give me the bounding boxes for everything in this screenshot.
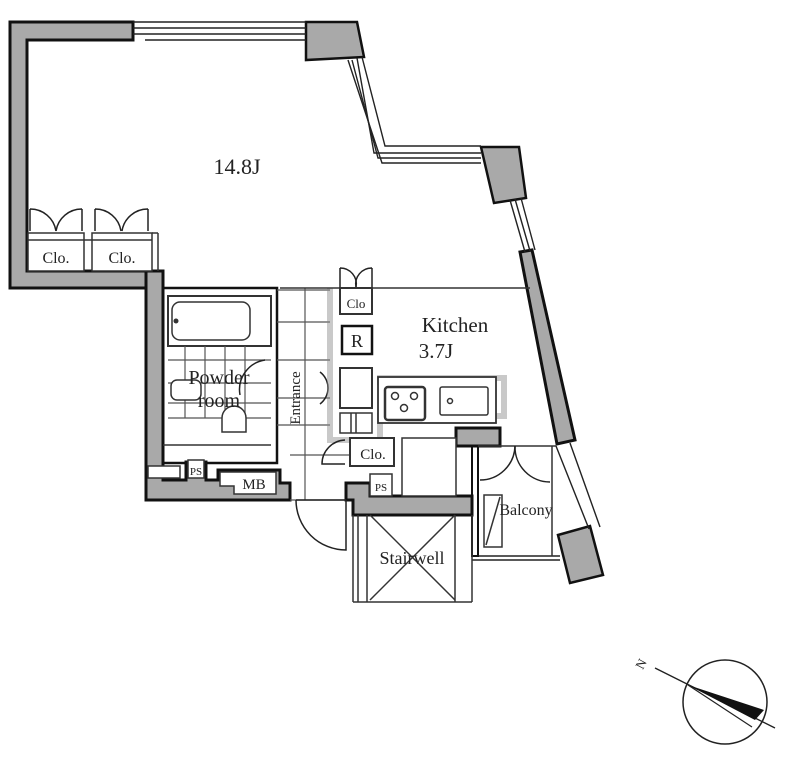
pipe-shaft-2-label: PS (375, 482, 387, 494)
bathtub (171, 301, 251, 341)
compass: N (632, 656, 776, 745)
toilet (221, 405, 247, 433)
powder-room-label-1: Powder (188, 367, 249, 389)
balcony-area: Balcony (471, 445, 556, 557)
utility-boxes: PS MB (147, 459, 277, 495)
closets-main: Clo. Clo. (27, 208, 159, 272)
column-mid (479, 145, 528, 205)
column-top (304, 20, 366, 62)
powder-room-label-2: room (198, 390, 241, 412)
pipe-shaft-1-label: PS (190, 466, 202, 478)
entrance-label: Entrance (288, 371, 304, 425)
sink (170, 379, 202, 401)
column-balcony (556, 524, 605, 585)
closet-1-label: Clo. (42, 250, 69, 267)
closet-2-label: Clo. (108, 250, 135, 267)
entrance-closet: Clo. PS (321, 437, 457, 497)
outer-walls (8, 20, 605, 585)
stove (383, 385, 427, 422)
refrigerator-label: R (351, 331, 363, 351)
kitchen-size-label: 3.7J (419, 339, 453, 363)
wall-balcony-top (454, 426, 502, 448)
compass-arrow-icon (688, 685, 764, 720)
stairwell-area: Stairwell (352, 514, 473, 603)
compass-circle (682, 659, 768, 745)
compass-north-label: N (632, 656, 650, 672)
powder-room: Powder room (161, 286, 279, 465)
kitchen-label: Kitchen (422, 313, 489, 337)
balcony-label: Balcony (499, 502, 552, 519)
kitchen-closet-label: Clo (347, 296, 366, 311)
stairwell-label: Stairwell (380, 548, 445, 568)
windows (133, 21, 601, 561)
entrance-closet-label: Clo. (360, 447, 385, 463)
wall-right (518, 248, 577, 446)
meter-box-label: MB (242, 477, 265, 493)
kitchen-area: Clo R Kitchen 3.7J (280, 267, 530, 443)
entrance-area: Entrance (277, 288, 350, 551)
main-room-size-label: 14.8J (213, 154, 261, 179)
kitchen-sink (439, 386, 489, 416)
